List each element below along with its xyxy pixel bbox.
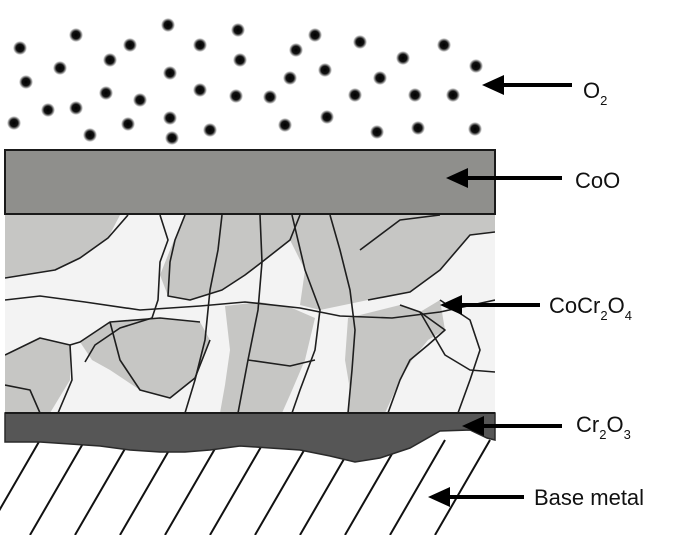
grain-boundary	[167, 215, 301, 301]
oxygen-molecule	[373, 71, 387, 85]
oxygen-molecule	[133, 93, 147, 107]
o2-arrow	[482, 75, 572, 95]
oxygen-molecule	[193, 38, 207, 52]
spinel-arrow	[440, 295, 540, 315]
grain-boundary	[419, 311, 495, 373]
base-metal-arrow	[428, 487, 524, 507]
oxygen-molecule	[289, 43, 303, 57]
hatch-line	[254, 439, 311, 535]
oxygen-molecule	[203, 123, 217, 137]
oxygen-molecule	[233, 53, 247, 67]
spinel-grain	[5, 215, 120, 278]
cr2o3-layer	[4, 412, 496, 463]
oxygen-molecule	[348, 88, 362, 102]
oxygen-molecule	[308, 28, 322, 42]
oxygen-molecule	[353, 35, 367, 49]
oxygen-molecule	[320, 110, 334, 124]
base-metal-hatching	[0, 439, 491, 535]
oxygen-molecules	[7, 18, 483, 145]
spinel-grain	[80, 318, 210, 398]
spinel-grain	[345, 300, 445, 413]
grain-boundaries	[5, 215, 495, 413]
oxygen-molecule	[165, 131, 179, 145]
grain-boundary	[109, 321, 211, 399]
oxygen-molecule	[13, 41, 27, 55]
oxygen-molecule	[411, 121, 425, 135]
oxygen-molecule	[19, 75, 33, 89]
grain-boundary	[291, 215, 321, 413]
hatch-line	[209, 439, 266, 535]
spinel-layer	[5, 215, 495, 413]
oxygen-molecule	[229, 89, 243, 103]
grain-boundary	[5, 295, 495, 319]
oxygen-molecule	[99, 86, 113, 100]
oxygen-molecule	[437, 38, 451, 52]
arrows	[428, 75, 572, 507]
oxygen-molecule	[41, 103, 55, 117]
oxygen-molecule	[53, 61, 67, 75]
oxygen-molecule	[283, 71, 297, 85]
hatch-line	[74, 439, 131, 535]
grain-boundary	[57, 344, 73, 413]
oxygen-molecule	[7, 116, 21, 130]
grain-boundary	[84, 215, 169, 363]
cr2o3-label: Cr2O3	[576, 412, 631, 442]
cocr2o4-label: CoCr2O4	[549, 293, 632, 323]
hatch-line	[0, 439, 41, 512]
oxygen-molecule	[468, 122, 482, 136]
oxygen-molecule	[103, 53, 117, 67]
spinel-grain	[290, 215, 495, 310]
oxygen-molecule	[121, 117, 135, 131]
grain-boundary	[5, 384, 41, 413]
oxygen-molecule	[231, 23, 245, 37]
hatch-line	[29, 439, 86, 535]
grain-boundary	[184, 215, 223, 413]
hatch-line	[389, 439, 446, 535]
oxygen-molecule	[161, 18, 175, 32]
o2-label: O2	[583, 78, 607, 108]
coo-label: CoO	[575, 168, 620, 193]
coo-arrow	[446, 168, 562, 188]
coo-layer	[4, 149, 496, 215]
spinel-grain	[160, 215, 300, 300]
hatch-line	[119, 439, 176, 535]
grain-boundary	[237, 215, 263, 413]
hatch-line	[164, 439, 221, 535]
oxygen-molecule	[469, 59, 483, 73]
oxygen-molecule	[163, 66, 177, 80]
cr2o3-arrow	[462, 416, 562, 436]
base-metal-label: Base metal	[534, 485, 644, 510]
oxygen-molecule	[278, 118, 292, 132]
hatch-line	[344, 439, 401, 535]
oxygen-molecule	[408, 88, 422, 102]
oxygen-molecule	[163, 111, 177, 125]
oxygen-molecule	[263, 90, 277, 104]
oxygen-molecule	[193, 83, 207, 97]
oxygen-molecule	[446, 88, 460, 102]
spinel-grain	[5, 338, 70, 413]
grain-boundary	[329, 215, 356, 413]
grain-boundary	[5, 215, 129, 279]
grain-boundary	[367, 231, 495, 301]
grain-boundary	[359, 215, 441, 251]
oxygen-molecule	[69, 28, 83, 42]
oxygen-molecule	[123, 38, 137, 52]
oxygen-molecule	[318, 63, 332, 77]
hatch-line	[434, 439, 491, 535]
oxygen-molecule	[69, 101, 83, 115]
oxygen-molecule	[370, 125, 384, 139]
oxygen-molecule	[83, 128, 97, 142]
spinel-grains	[5, 215, 495, 413]
grain-boundary	[5, 317, 201, 356]
grain-boundary	[247, 359, 316, 367]
oxygen-molecule	[396, 51, 410, 65]
